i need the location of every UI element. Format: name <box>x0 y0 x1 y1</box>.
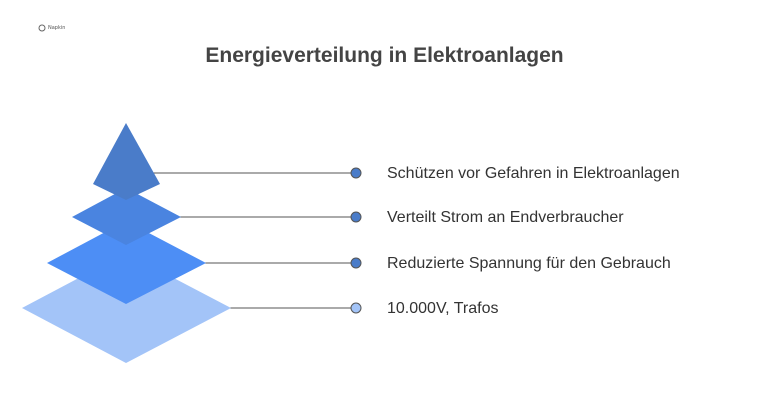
diagram-title: Energieverteilung in Elektroanlagen <box>205 44 564 67</box>
level-label-1: Schützen vor Gefahren in Elektroanlagen <box>387 165 680 182</box>
logo: Napkin <box>38 24 65 32</box>
level-dot-4 <box>350 302 362 314</box>
level-dot-2 <box>350 211 362 223</box>
pyramid-level-4 <box>22 253 231 363</box>
level-label-2: Verteilt Strom an Endverbraucher <box>387 209 624 226</box>
level-dot-3 <box>350 257 362 269</box>
level-dot-1 <box>350 167 362 179</box>
pyramid-level-1 <box>93 123 160 200</box>
logo-icon <box>38 24 46 32</box>
level-label-3: Reduzierte Spannung für den Gebrauch <box>387 255 671 272</box>
logo-text: Napkin <box>48 25 66 31</box>
pyramid-level-3 <box>47 221 206 304</box>
pyramid-level-2 <box>72 188 181 245</box>
level-label-4: 10.000V, Trafos <box>387 300 499 317</box>
